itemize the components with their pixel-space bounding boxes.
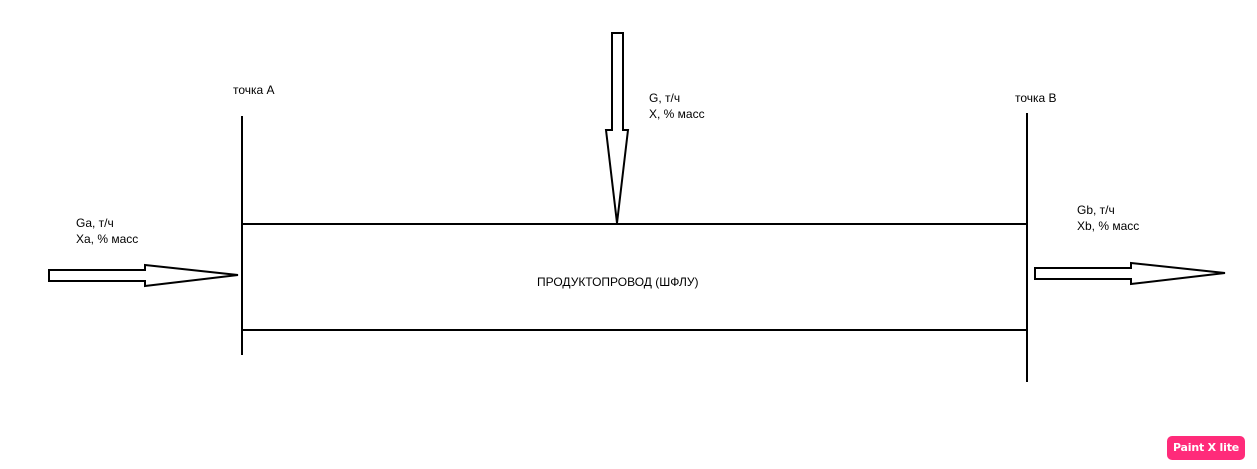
point-b-label: точка В bbox=[1015, 90, 1057, 106]
outlet-flow: Gb, т/ч bbox=[1077, 203, 1115, 217]
middle-feed-arrow bbox=[604, 32, 630, 224]
inlet-concentration: Xa, % масс bbox=[76, 232, 139, 246]
pipeline-title-text: ПРОДУКТОПРОВОД (ШФЛУ) bbox=[537, 275, 699, 289]
paint-x-lite-watermark: Paint X lite bbox=[1167, 436, 1245, 460]
middle-feed-flow: G, т/ч bbox=[649, 91, 681, 105]
point-b-text: точка В bbox=[1015, 91, 1057, 105]
point-a-text: точка А bbox=[233, 83, 275, 97]
middle-feed-concentration: X, % масс bbox=[649, 107, 705, 121]
pipeline-title: ПРОДУКТОПРОВОД (ШФЛУ) bbox=[537, 274, 698, 290]
inlet-label: Ga, т/ч Xa, % масс bbox=[76, 215, 138, 247]
inlet-arrow bbox=[48, 263, 239, 288]
outlet-concentration: Xb, % масс bbox=[1077, 219, 1140, 233]
inlet-flow: Ga, т/ч bbox=[76, 216, 114, 230]
point-a-label: точка А bbox=[233, 82, 275, 98]
middle-feed-label: G, т/ч X, % масс bbox=[649, 90, 705, 122]
outlet-arrow bbox=[1034, 261, 1226, 286]
outlet-label: Gb, т/ч Xb, % масс bbox=[1077, 202, 1139, 234]
